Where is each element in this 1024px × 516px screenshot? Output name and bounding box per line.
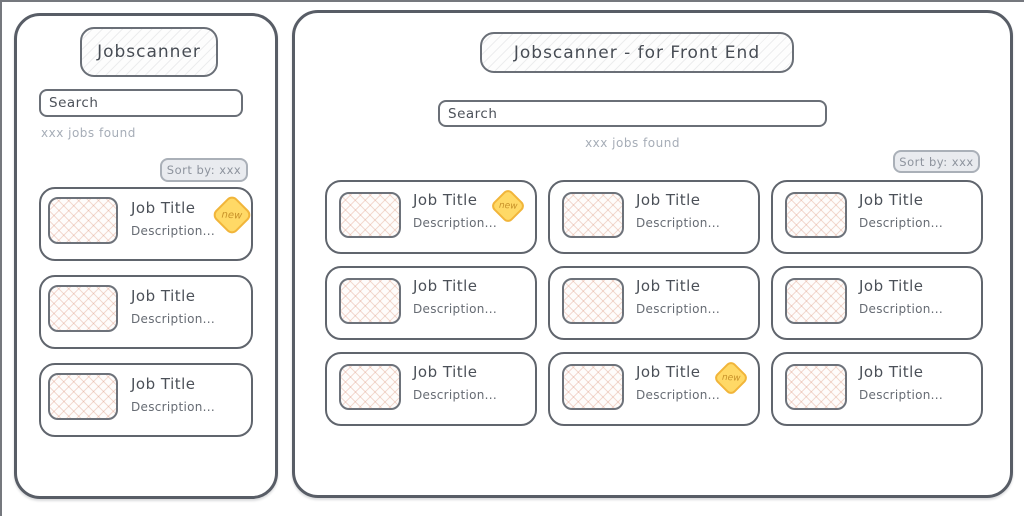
screenshot-edge-top [0, 0, 1024, 2]
desktop-wireframe-panel: Jobscanner - for Front End Search xxx jo… [292, 10, 1013, 498]
mobile-results-count: xxx jobs found [41, 126, 136, 140]
job-card-text: Job Title Description... [413, 191, 497, 230]
job-card-text: Job Title Description... [859, 363, 943, 402]
job-description: Description... [131, 400, 215, 414]
job-card[interactable]: Job Title Description... [39, 275, 253, 349]
job-description: Description... [131, 224, 215, 238]
job-card-text: Job Title Description... [413, 363, 497, 402]
job-thumbnail [562, 192, 624, 238]
job-card-text: Job Title Description... [636, 277, 720, 316]
job-title: Job Title [413, 191, 478, 209]
job-description: Description... [131, 312, 215, 326]
job-card-text: Job Title Description... [859, 277, 943, 316]
new-badge-label: new [498, 200, 518, 212]
job-card-text: Job Title Description... [413, 277, 497, 316]
new-badge-label: new [221, 208, 243, 222]
job-card[interactable]: Job Title Description... [325, 352, 537, 426]
job-card-text: Job Title Description... [131, 199, 215, 238]
job-description: Description... [859, 216, 943, 230]
job-thumbnail [48, 285, 118, 332]
job-description: Description... [636, 302, 720, 316]
job-description: Description... [413, 216, 497, 230]
job-thumbnail [785, 192, 847, 238]
job-card[interactable]: Job Title Description... new [548, 352, 760, 426]
desktop-app-title-box: Jobscanner - for Front End [480, 32, 794, 73]
job-thumbnail [48, 373, 118, 420]
job-card-text: Job Title Description... [636, 191, 720, 230]
job-thumbnail [562, 364, 624, 410]
job-thumbnail [339, 278, 401, 324]
new-badge-label: new [721, 372, 741, 384]
desktop-search-input[interactable]: Search [438, 100, 827, 127]
job-card[interactable]: Job Title Description... [39, 363, 253, 437]
new-badge: new [210, 193, 254, 237]
mobile-app-title: Jobscanner [97, 42, 201, 62]
job-title: Job Title [636, 191, 701, 209]
job-card[interactable]: Job Title Description... [771, 180, 983, 254]
job-description: Description... [413, 302, 497, 316]
job-card-text: Job Title Description... [636, 363, 720, 402]
job-title: Job Title [859, 277, 924, 295]
job-title: Job Title [131, 287, 196, 305]
mobile-search-value: Search [49, 95, 99, 111]
desktop-sort-button[interactable]: Sort by: xxx [893, 150, 980, 173]
job-thumbnail [48, 197, 118, 244]
job-title: Job Title [413, 363, 478, 381]
job-thumbnail [785, 364, 847, 410]
job-title: Job Title [636, 363, 701, 381]
job-card[interactable]: Job Title Description... new [325, 180, 537, 254]
mobile-search-input[interactable]: Search [39, 89, 243, 117]
job-description: Description... [859, 302, 943, 316]
mobile-sort-button[interactable]: Sort by: xxx [160, 158, 248, 182]
job-card[interactable]: Job Title Description... new [39, 187, 254, 261]
job-title: Job Title [859, 363, 924, 381]
job-title: Job Title [859, 191, 924, 209]
job-thumbnail [339, 364, 401, 410]
job-card[interactable]: Job Title Description... [325, 266, 537, 340]
job-card[interactable]: Job Title Description... [771, 266, 983, 340]
desktop-job-grid: Job Title Description... new Job Title D… [325, 180, 983, 426]
job-title: Job Title [636, 277, 701, 295]
job-title: Job Title [131, 375, 196, 393]
job-card[interactable]: Job Title Description... [771, 352, 983, 426]
job-title: Job Title [131, 199, 196, 217]
job-thumbnail [562, 278, 624, 324]
desktop-app-title: Jobscanner - for Front End [513, 42, 761, 63]
mobile-app-title-box: Jobscanner [80, 27, 218, 77]
job-description: Description... [636, 216, 720, 230]
job-card-text: Job Title Description... [131, 375, 215, 414]
mobile-wireframe-panel: Jobscanner Search xxx jobs found Sort by… [14, 13, 278, 499]
job-card[interactable]: Job Title Description... [548, 180, 760, 254]
screenshot-edge-left [0, 0, 2, 516]
desktop-search-value: Search [448, 105, 498, 122]
job-title: Job Title [413, 277, 478, 295]
desktop-sort-label: Sort by: xxx [899, 154, 974, 169]
job-card-text: Job Title Description... [859, 191, 943, 230]
job-description: Description... [859, 388, 943, 402]
job-card[interactable]: Job Title Description... [548, 266, 760, 340]
job-thumbnail [785, 278, 847, 324]
desktop-results-count: xxx jobs found [585, 136, 680, 150]
job-card-text: Job Title Description... [131, 287, 215, 326]
mobile-sort-label: Sort by: xxx [166, 163, 242, 177]
job-description: Description... [413, 388, 497, 402]
job-thumbnail [339, 192, 401, 238]
mobile-job-list: Job Title Description... new Job Title D… [39, 187, 254, 437]
job-description: Description... [636, 388, 720, 402]
